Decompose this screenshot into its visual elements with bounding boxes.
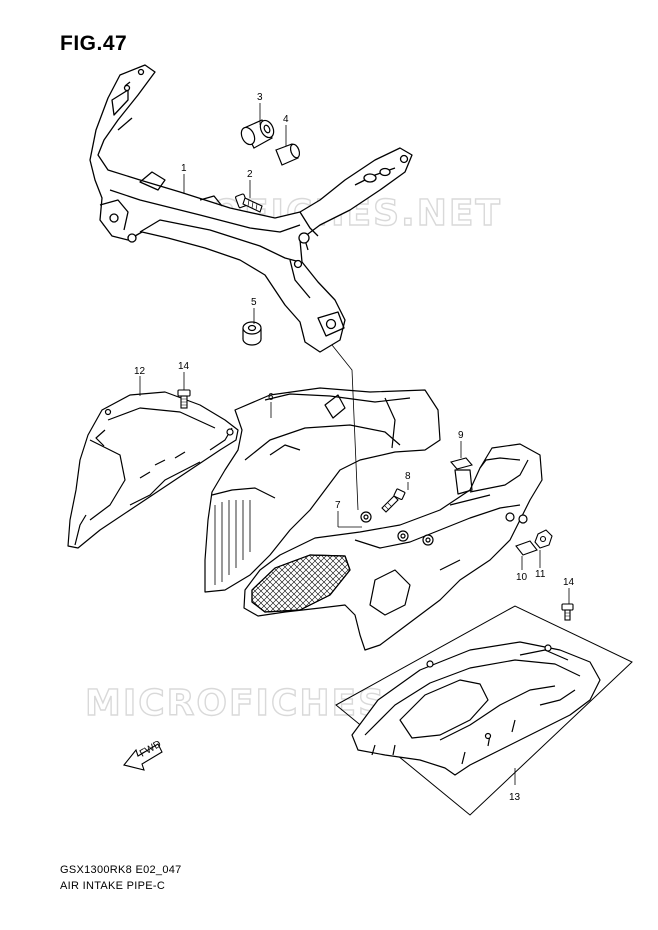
part-3-grommet xyxy=(240,119,275,149)
callout-10: 10 xyxy=(516,572,528,583)
part-5-grommet xyxy=(242,321,262,346)
callout-5: 5 xyxy=(251,297,257,308)
part-12-cover xyxy=(67,391,239,549)
callout-6: 6 xyxy=(268,392,274,403)
callout-14-upper: 14 xyxy=(178,361,190,372)
callout-4: 4 xyxy=(283,114,289,125)
leader-lines xyxy=(139,103,570,785)
callout-7: 7 xyxy=(335,500,341,511)
callout-3: 3 xyxy=(257,92,263,103)
callout-8: 8 xyxy=(405,471,411,482)
callout-13: 13 xyxy=(509,792,521,803)
section-name: AIR INTAKE PIPE-C xyxy=(60,880,166,892)
part-8-bolt xyxy=(381,488,406,513)
part-9-clip xyxy=(450,457,473,470)
part-14-screw-lower xyxy=(561,603,574,621)
callout-14-lower: 14 xyxy=(563,577,575,588)
callout-11: 11 xyxy=(535,569,546,580)
fwd-arrow-icon: FWD xyxy=(123,739,163,771)
part-13-box xyxy=(335,605,633,816)
model-code: GSX1300RK8 E02_047 xyxy=(60,864,182,876)
callout-12: 12 xyxy=(134,366,146,377)
part-1-bracket xyxy=(89,64,413,353)
callout-9: 9 xyxy=(458,430,464,441)
callout-1: 1 xyxy=(181,163,187,174)
part-11-nut xyxy=(534,529,553,549)
callouts: 1 2 3 4 5 6 7 8 9 10 11 12 13 14 14 xyxy=(134,92,575,803)
part-6-duct xyxy=(204,387,441,593)
part-7-duct xyxy=(243,443,543,651)
part-13-cover xyxy=(351,641,601,776)
figure-title: FIG.47 xyxy=(60,32,128,55)
part-2-bolt xyxy=(235,193,263,213)
part-10-clip xyxy=(515,540,538,556)
callout-2: 2 xyxy=(247,169,253,180)
part-4-collar xyxy=(275,143,301,166)
